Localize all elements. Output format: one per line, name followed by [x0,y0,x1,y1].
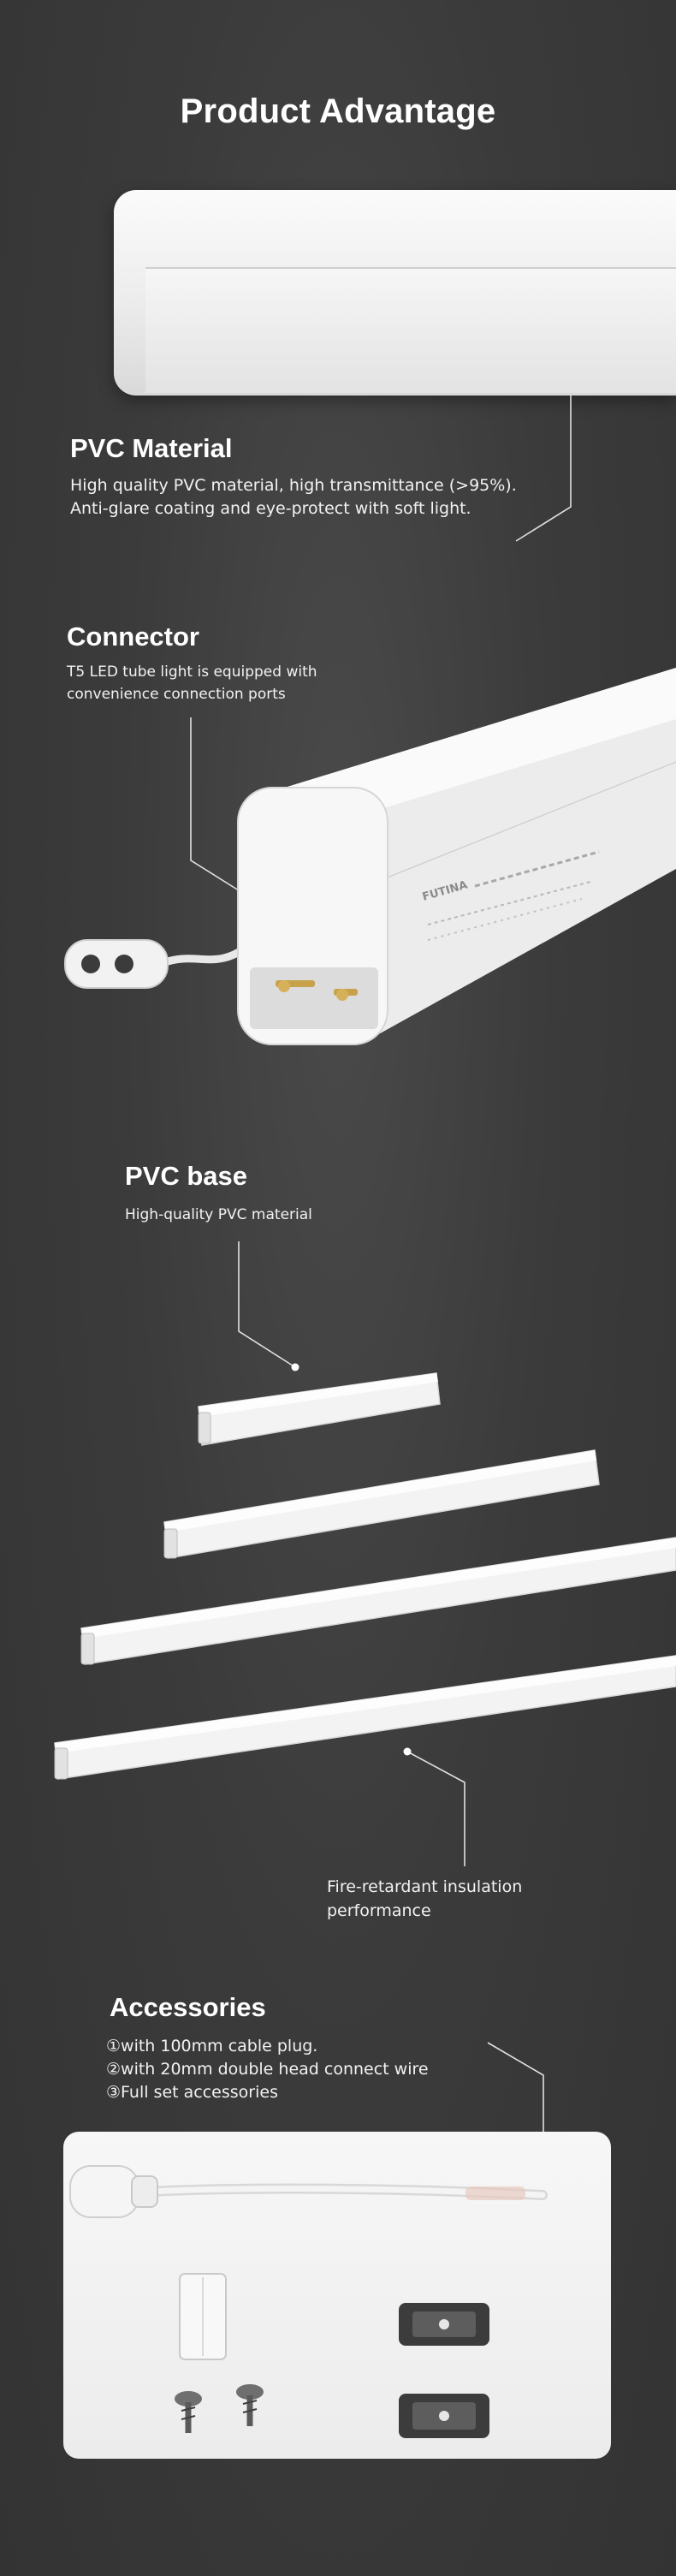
fire-retardant-line-1: Fire-retardant insulation [327,1877,523,1896]
pvc-material-heading: PVC Material [70,433,233,463]
connector-line-1: T5 LED tube light is equipped with [67,663,317,681]
pvc-base-illustration [54,1241,676,1866]
accessories-heading: Accessories [110,1992,266,2022]
accessories-description: ①with 100mm cable plug. ②with 20mm doubl… [106,2035,429,2104]
connector-illustration: FUTINA [64,668,676,1045]
accessories-line-2: ②with 20mm double head connect wire [106,2060,429,2079]
page-title: Product Advantage [180,92,496,130]
pvc-base-heading: PVC base [125,1161,248,1191]
pvc-material-description: High quality PVC material, high transmit… [70,474,517,521]
accessories-items-illustration [69,2165,548,2438]
accessories-line-3: ③Full set accessories [106,2083,278,2102]
connector-line-2: convenience connection ports [67,686,286,703]
fire-retardant-line-2: performance [327,1901,431,1920]
fire-retardant-description: Fire-retardant insulation performance [327,1875,522,1923]
pvc-base-description: High-quality PVC material [125,1204,312,1226]
pvc-base-line-1: High-quality PVC material [125,1206,312,1223]
connector-description: T5 LED tube light is equipped with conve… [67,661,317,705]
connector-heading: Connector [67,622,199,651]
accessories-line-1: ①with 100mm cable plug. [106,2037,318,2055]
pvc-material-line-1: High quality PVC material, high transmit… [70,476,517,495]
pvc-material-line-2: Anti-glare coating and eye-protect with … [70,499,471,518]
pvc-material-callout-line [515,396,572,542]
tube-diffuser-panel [145,267,676,393]
